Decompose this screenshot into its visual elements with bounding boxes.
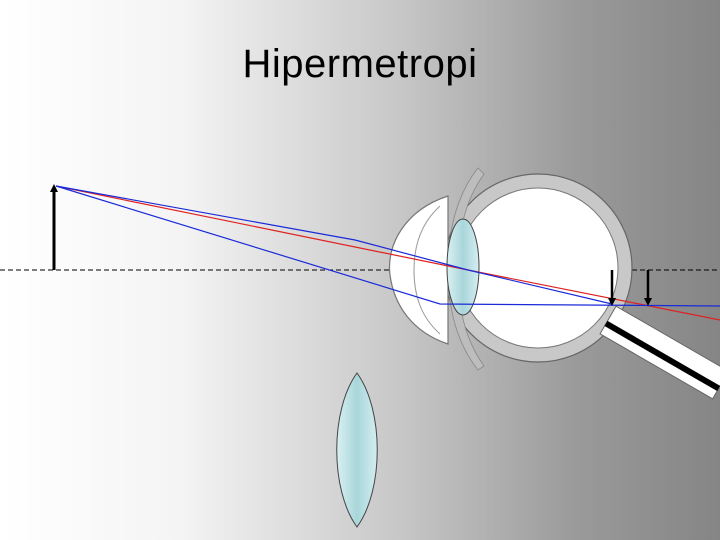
ray-blue-lower xyxy=(55,185,720,307)
ray-blue-upper xyxy=(55,185,613,305)
cornea xyxy=(388,195,449,345)
slide-title: Hipermetropi xyxy=(242,42,478,86)
crystalline-lens xyxy=(446,218,480,316)
cornea-inner xyxy=(413,205,441,335)
corrective-lens xyxy=(336,372,378,528)
eyeball-inner xyxy=(457,187,619,349)
optic-nerve xyxy=(599,305,720,400)
